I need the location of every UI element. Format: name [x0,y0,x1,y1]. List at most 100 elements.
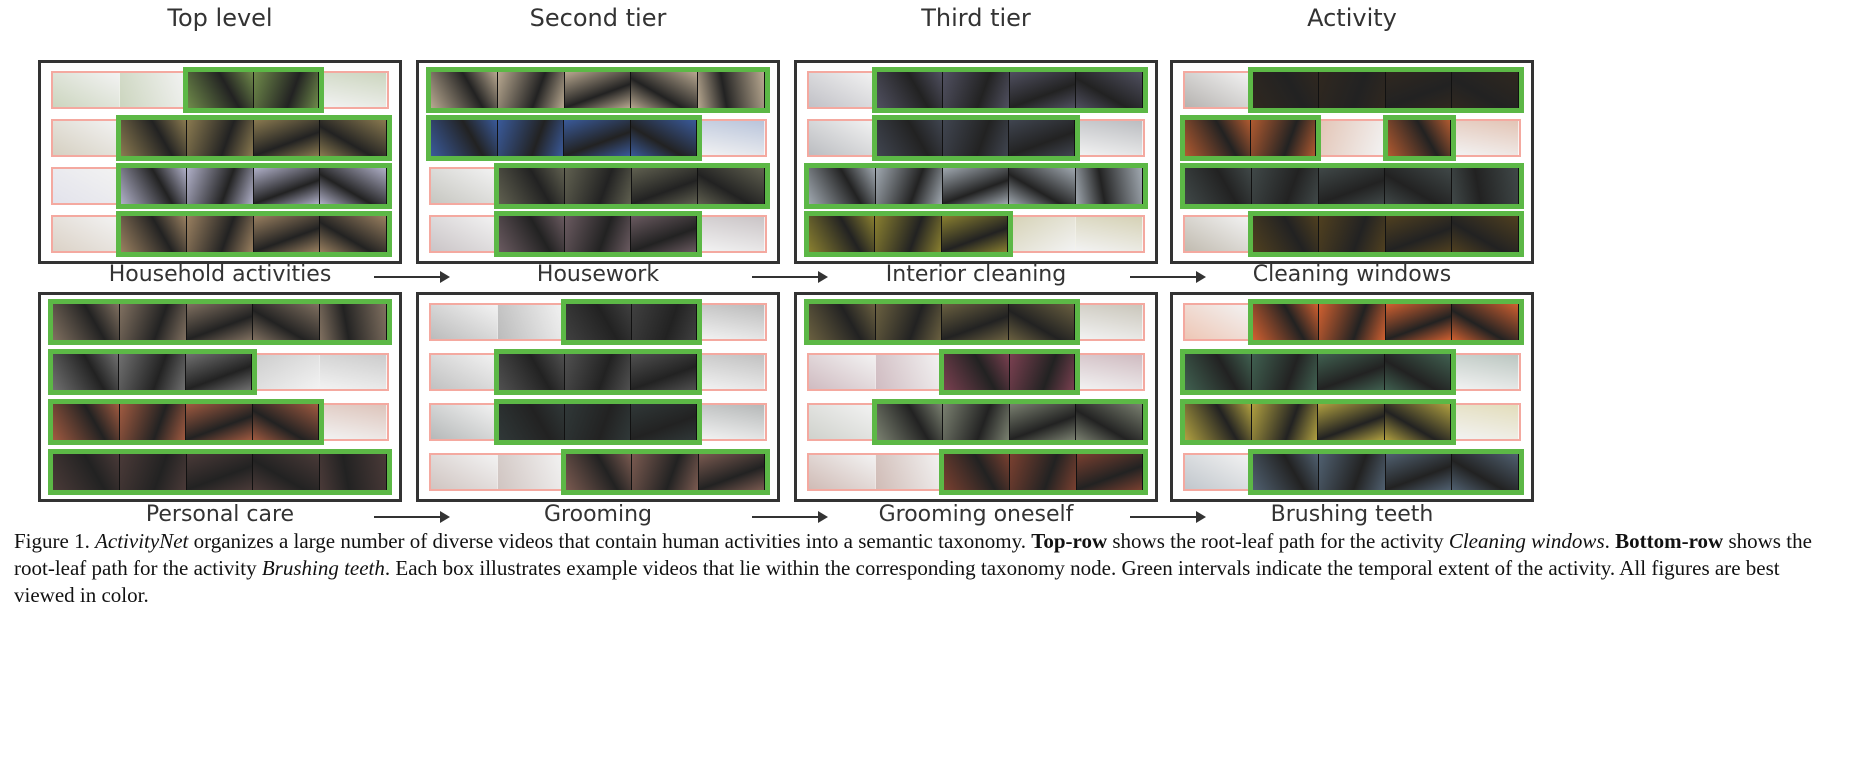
taxonomy-node-box [794,292,1158,502]
activity-interval [1247,299,1524,345]
interval-frames [498,216,698,252]
video-frame [1250,120,1317,156]
video-frame [1076,168,1143,204]
interval-frames [1185,404,1452,440]
video-frame [1452,304,1519,340]
video-frame [253,216,321,252]
activity-interval [115,211,392,257]
video-frame [1318,168,1386,204]
video-frame [1185,455,1252,489]
video-frame [1318,354,1385,390]
video-frame [1385,454,1453,490]
video-frame [698,405,765,439]
video-frame [498,168,566,204]
video-frame [1076,404,1143,440]
figure-caption: Figure 1. ActivityNet organizes a large … [14,528,1844,609]
activity-interval [48,449,392,495]
video-frame [252,404,320,440]
interval-frames [809,304,1076,340]
video-frame [566,304,632,340]
arrow-icon [1130,271,1206,283]
video-frame [431,120,498,156]
video-frame [1076,454,1143,490]
video-frame [253,355,321,389]
video-frame [943,404,1010,440]
interval-frames [1387,120,1452,156]
video-frame [498,354,565,390]
video-frame [632,454,699,490]
column-title: Activity [1307,4,1397,32]
taxonomy-node-box [38,60,402,264]
caption-text: shows the root-leaf path for the activit… [1107,529,1449,553]
interval-frames [53,304,387,340]
video-frame [875,355,943,389]
video-frame [1452,355,1519,389]
interval-frames [53,354,252,390]
interval-frames [53,404,320,440]
video-frame [631,72,699,108]
video-frame [253,120,321,156]
video-frame [1319,304,1386,340]
video-frame [1252,454,1320,490]
interval-frames [188,72,320,108]
video-frame [876,120,943,156]
interval-frames [566,304,698,340]
taxonomy-node-box [1170,292,1534,502]
video-frame [876,404,944,440]
video-frame [497,72,565,108]
column-title: Third tier [921,4,1031,32]
interval-frames [1252,454,1519,490]
arrow-icon [1130,511,1206,523]
video-frame [498,216,565,252]
video-frame [631,404,698,440]
video-frame [564,354,632,390]
video-frame [1384,354,1452,390]
activity-interval [426,67,770,113]
video-frame [120,120,188,156]
video-frame [1009,217,1077,251]
interval-frames [809,216,1008,252]
interval-frames [498,404,698,440]
video-frame [320,120,387,156]
activity-interval [939,449,1148,495]
interval-frames [876,120,1076,156]
video-frame [119,404,187,440]
video-frame [1010,454,1077,490]
activity-interval [48,399,325,445]
video-frame [698,217,765,251]
activity-interval [804,211,1013,257]
video-frame [809,73,876,107]
video-frame [1185,305,1252,339]
activity-interval [1180,163,1524,209]
node-label: Household activities [108,262,332,287]
interval-frames [1252,72,1519,108]
video-frame [1251,404,1319,440]
activity-interval [493,399,703,445]
interval-frames [53,454,387,490]
taxonomy-node-box [416,292,780,502]
video-frame [1385,216,1453,252]
interval-frames [1252,216,1519,252]
caption-text: organizes a large number of diverse vide… [188,529,1032,553]
video-frame [942,168,1010,204]
video-frame [631,304,698,340]
node-label: Housework [536,262,660,287]
video-frame [944,454,1011,490]
video-frame [120,216,188,252]
video-frame [809,216,876,252]
interval-frames [566,454,765,490]
node-label: Brushing teeth [1270,502,1434,527]
activity-interval [493,163,770,209]
video-frame [53,404,120,440]
taxonomy-node-box [38,292,402,502]
video-frame [1452,121,1519,155]
video-frame [1387,120,1452,156]
video-frame [1252,216,1320,252]
video-frame [53,169,120,203]
video-frame [1076,72,1143,108]
video-frame [1009,72,1077,108]
activity-interval [493,349,703,395]
video-frame [1076,121,1143,155]
video-frame [564,404,632,440]
video-frame [53,304,120,340]
